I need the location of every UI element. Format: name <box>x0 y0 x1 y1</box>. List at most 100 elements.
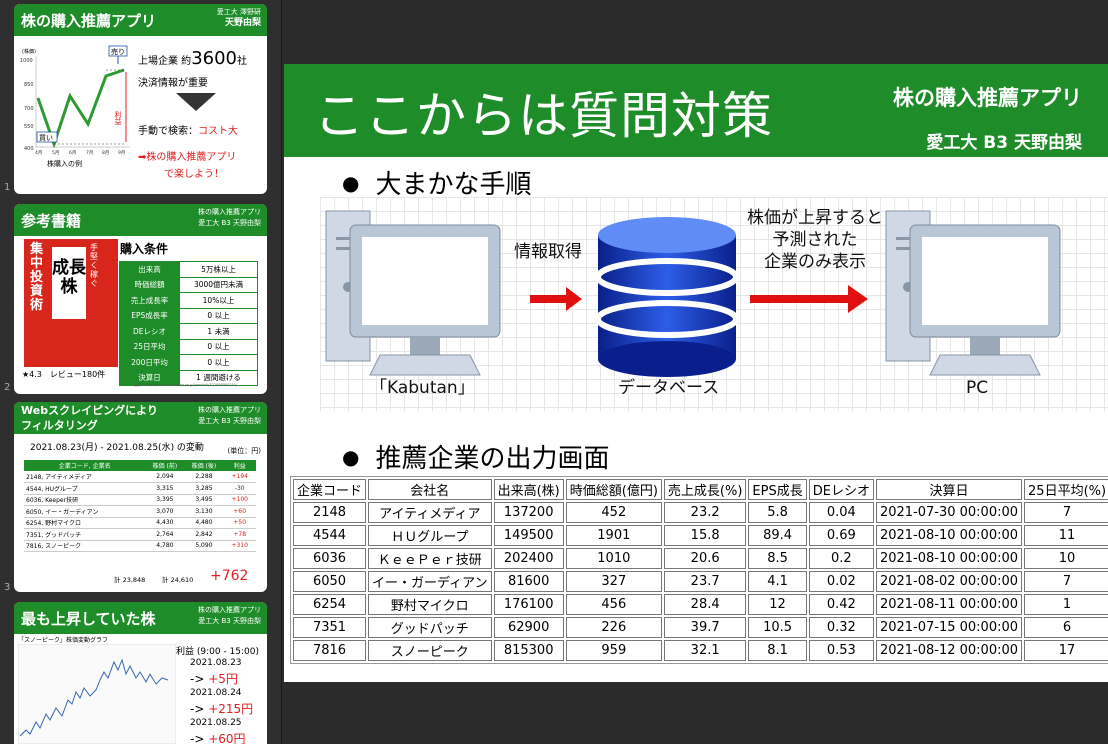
thumbnail-title: 株の購入推薦アプリ <box>21 12 157 30</box>
slide-title[interactable]: ここからは質問対策 <box>314 87 773 145</box>
change-cell: 3,285 <box>184 482 224 495</box>
buy-box <box>36 131 58 143</box>
condition-key: EPS成長率 <box>119 307 180 324</box>
price-line <box>19 658 169 737</box>
change-cell: 3,495 <box>184 494 224 506</box>
condition-value: 3000億円未満 <box>179 276 258 293</box>
line3-prefix: 手動で検索： <box>138 126 198 137</box>
entry-date: 2021.08.24 <box>190 688 242 698</box>
table-cell: 0.02 <box>808 571 874 592</box>
table-cell: 2021-08-10 00:00:00 <box>875 548 1023 569</box>
column-header: 25日平均(%) <box>1024 479 1108 500</box>
entry-value-row: -> +60円 <box>190 730 246 744</box>
table-cell: イー・ガーディアン <box>368 571 492 592</box>
slide-thumbnail-2[interactable]: 参考書籍 株の購入推薦アプリ 愛工大 B3 天野由梨 集中投資術 成長株 手堅く… <box>14 204 267 394</box>
period-text: 2021.08.23(月) - 2021.08.25(水) の変動 <box>30 443 204 453</box>
table-cell: 6254 <box>293 594 367 615</box>
slide-app-name[interactable]: 株の購入推薦アプリ <box>893 86 1082 110</box>
xtick: 8月 <box>102 150 109 156</box>
entry-arrow: -> <box>190 732 205 744</box>
thumbnail-number: 2 <box>4 382 11 393</box>
slide-thumbnail-4[interactable]: 最も上昇していた株 株の購入推薦アプリ 愛工大 B3 天野由梨 「スノーピーク」… <box>14 602 267 744</box>
arrow-right-icon <box>750 285 868 313</box>
entry-arrow: -> <box>190 702 205 716</box>
thumbnail-number: 3 <box>4 582 11 593</box>
condition-key: 200日平均 <box>119 354 180 371</box>
thumbnail-header: 参考書籍 株の購入推薦アプリ 愛工大 B3 天野由梨 <box>14 204 267 236</box>
change-cell: 4544, HUグループ <box>24 482 146 495</box>
label-fetch: 情報取得 <box>514 242 582 262</box>
thumbnail-line3: 手動で検索：コスト大 <box>138 122 238 137</box>
source-text: 出典：https://www.kadokawa.co.jp/product/32… <box>134 383 238 387</box>
bullet-text: 推薦企業の出力画面 <box>375 444 610 474</box>
change-cell: 6254, 野村マイクロ <box>24 517 146 529</box>
thumbnail-subtitle-line2: 愛工大 B3 天野由梨 <box>198 417 261 425</box>
table-cell: 0.32 <box>808 617 874 638</box>
column-header: 決算日 <box>875 479 1023 500</box>
ytick: 1000 <box>20 58 33 64</box>
current-slide[interactable]: ここからは質問対策 株の購入推薦アプリ 愛工大 B3 天野由梨 ●大まかな手順 <box>284 64 1108 682</box>
procedure-diagram[interactable]: 情報取得 株価が上昇すると 予測された 企業のみ表示 「Kabutan」 データ… <box>320 197 1108 411</box>
thumbnail-header: 最も上昇していた株 株の購入推薦アプリ 愛工大 B3 天野由梨 <box>14 602 267 634</box>
change-cell: +100 <box>223 494 256 506</box>
entry-value-row: -> +5円 <box>190 670 238 687</box>
slide-thumbnail-3[interactable]: Webスクレイピングにより フィルタリング 株の購入推薦アプリ 愛工大 B3 天… <box>14 402 267 592</box>
thumbnail-number: 1 <box>4 182 11 193</box>
column-header: 時価総額(億円) <box>565 479 662 500</box>
condition-key: DEレシオ <box>119 323 180 340</box>
diagram-graphics <box>325 210 1061 377</box>
bullet-dot-icon: ● <box>342 171 360 195</box>
table-cell: 0.42 <box>808 594 874 615</box>
table-cell: 81600 <box>493 571 564 592</box>
ytick: 700 <box>24 106 34 112</box>
table-cell: 野村マイクロ <box>368 594 492 615</box>
thumbnail-title-line1: Webスクレイピングにより <box>21 404 158 417</box>
change-cell: 4,480 <box>184 517 224 529</box>
arrow-right-icon <box>530 287 582 311</box>
label-predict: 株価が上昇すると 予測された 企業のみ表示 <box>732 207 898 273</box>
graph-title: 「スノーピーク」株価変動グラフ <box>18 637 109 644</box>
table-cell: 1901 <box>565 525 662 546</box>
change-cell: 3,070 <box>145 505 185 518</box>
snowpeak-price-chart <box>18 644 176 744</box>
condition-key: 決算日 <box>119 369 180 386</box>
total-profit: +762 <box>210 568 249 584</box>
change-cell: +78 <box>223 528 256 541</box>
change-cell: -30 <box>223 482 256 495</box>
table-cell: 17 <box>1024 640 1108 661</box>
slide-editor-area[interactable]: ここからは質問対策 株の購入推薦アプリ 愛工大 B3 天野由梨 ●大まかな手順 <box>282 0 1108 744</box>
condition-value: 0 以上 <box>179 338 258 355</box>
chart-yticks: 1000 850 700 550 400 <box>20 58 34 152</box>
table-cell: 5.8 <box>748 502 807 523</box>
sell-label: 売り <box>111 47 125 56</box>
book-title-a: 集中投資術 <box>30 242 44 313</box>
table-cell: 8.1 <box>748 640 807 661</box>
thumbnail-title: 最も上昇していた株 <box>21 610 156 628</box>
slide-thumbnail-1[interactable]: 株の購入推薦アプリ 愛工大 澤野研 天野由梨 (株価) 1000 850 700… <box>14 4 267 194</box>
thumbnail-subtitle-line1: 株の購入推薦アプリ <box>198 208 261 216</box>
book-title-b: 成長株 <box>52 247 86 319</box>
thumbnail-subtitle-line2: 天野由梨 <box>224 18 261 28</box>
slide-author[interactable]: 愛工大 B3 天野由梨 <box>926 133 1082 153</box>
thumbnail-line4: ➡株の購入推薦アプリ <box>138 148 236 163</box>
table-cell: 4544 <box>293 525 367 546</box>
table-cell: 815300 <box>493 640 564 661</box>
bullet-output-screen[interactable]: ●推薦企業の出力画面 <box>342 438 609 475</box>
table-cell: アイティメディア <box>368 502 492 523</box>
table-cell: 8.5 <box>748 548 807 569</box>
slide-thumbnail-panel[interactable]: 株の購入推薦アプリ 愛工大 澤野研 天野由梨 (株価) 1000 850 700… <box>0 0 282 744</box>
table-cell: 2021-08-11 00:00:00 <box>875 594 1023 615</box>
line3-red: コスト大 <box>198 126 238 137</box>
bullet-procedure[interactable]: ●大まかな手順 <box>342 164 531 201</box>
database-icon <box>595 217 739 377</box>
